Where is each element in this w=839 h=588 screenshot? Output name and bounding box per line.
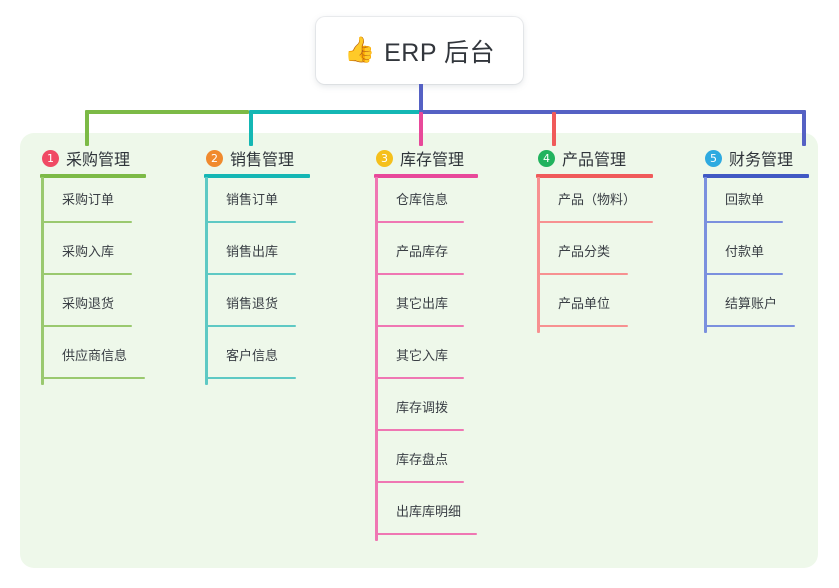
branch-badge-1: 1 (42, 149, 59, 167)
list-item-label: 采购退货 (62, 296, 115, 311)
list-item-rule (376, 377, 464, 379)
branch-headrule-3 (374, 174, 478, 178)
list-item-rule (538, 273, 628, 275)
branch-header-3[interactable]: 3 库存管理 (374, 146, 464, 170)
branch-badge-5: 5 (705, 149, 722, 167)
list-item-label: 出库库明细 (396, 504, 462, 519)
list-item-label: 销售订单 (226, 192, 279, 207)
list-item-label: 仓库信息 (396, 192, 449, 207)
list-item-rule (42, 377, 145, 379)
branch-title-4: 产品管理 (562, 152, 627, 169)
list-item-rule (376, 481, 464, 483)
drop-connector-3 (419, 112, 423, 146)
branch-badge-3: 3 (376, 149, 393, 167)
list-item-rule (376, 533, 477, 535)
bus-segment-teal (249, 110, 421, 114)
drop-connector-4 (552, 112, 556, 146)
diagram-background-panel (20, 133, 818, 568)
list-item-rule (376, 221, 464, 223)
list-item-label: 付款单 (725, 244, 765, 259)
branch-spine-5 (704, 177, 707, 333)
list-item-label: 采购入库 (62, 244, 115, 259)
list-item-label: 结算账户 (725, 296, 778, 311)
list-item-label: 供应商信息 (62, 348, 128, 363)
branch-column-2: 2 销售管理 销售订单 销售出库 销售退货 客户信息 (204, 146, 310, 385)
branch-spine-3 (375, 177, 378, 541)
branch-title-2: 销售管理 (230, 152, 295, 169)
branch-headrule-5 (703, 174, 809, 178)
branch-title-3: 库存管理 (400, 152, 465, 169)
list-item-label: 产品单位 (558, 296, 611, 311)
list-item-rule (705, 221, 783, 223)
branch-header-4[interactable]: 4 产品管理 (536, 146, 626, 170)
branch-spine-1 (41, 177, 44, 385)
list-item-rule (376, 325, 464, 327)
thumbs-up-icon: 👍 (343, 36, 376, 64)
branch-badge-2: 2 (206, 149, 223, 167)
list-item-rule (206, 221, 296, 223)
list-item-label: 回款单 (725, 192, 765, 207)
list-item-label: 产品分类 (558, 244, 611, 259)
branch-spine-4 (537, 177, 540, 333)
drop-connector-2 (249, 112, 253, 146)
trunk-connector (419, 84, 423, 113)
branch-title-1: 采购管理 (66, 152, 131, 169)
list-item-label: 库存调拨 (396, 400, 449, 415)
branch-spine-2 (205, 177, 208, 385)
branch-header-2[interactable]: 2 销售管理 (204, 146, 294, 170)
list-item-label: 库存盘点 (396, 452, 449, 467)
list-item-label: 其它入库 (396, 348, 449, 363)
list-item-rule (42, 325, 132, 327)
list-item-rule (206, 325, 296, 327)
list-item-rule (376, 429, 464, 431)
root-node[interactable]: 👍 ERP 后台 (316, 17, 523, 84)
list-item-label: 客户信息 (226, 348, 279, 363)
list-item-label: 其它出库 (396, 296, 449, 311)
branch-headrule-1 (40, 174, 146, 178)
list-item-rule (538, 221, 653, 223)
list-item-rule (206, 273, 296, 275)
branch-badge-4: 4 (538, 149, 555, 167)
bus-segment-green (85, 110, 249, 114)
list-item-label: 产品（物料） (558, 192, 637, 207)
list-item-label: 产品库存 (396, 244, 449, 259)
list-item-rule (42, 273, 132, 275)
branch-column-3: 3 库存管理 仓库信息 产品库存 其它出库 其它入库 库存调拨 库存盘点 (374, 146, 478, 541)
list-item-rule (705, 325, 795, 327)
branch-title-5: 财务管理 (729, 152, 794, 169)
drop-connector-5 (802, 112, 806, 146)
list-item-rule (705, 273, 783, 275)
list-item-label: 销售出库 (226, 244, 279, 259)
page-title: ERP 后台 (384, 38, 496, 67)
list-item-rule (206, 377, 296, 379)
branch-headrule-4 (536, 174, 653, 178)
list-item-rule (376, 273, 464, 275)
branch-header-1[interactable]: 1 采购管理 (40, 146, 130, 170)
branch-column-1: 1 采购管理 采购订单 采购入库 采购退货 供应商信息 (40, 146, 146, 385)
list-item-label: 采购订单 (62, 192, 115, 207)
list-item-rule (42, 221, 132, 223)
list-item-label: 销售退货 (226, 296, 279, 311)
bus-segment-blue (419, 110, 806, 114)
list-item-rule (538, 325, 628, 327)
branch-column-4: 4 产品管理 产品（物料） 产品分类 产品单位 (536, 146, 653, 333)
drop-connector-1 (85, 112, 89, 146)
branch-headrule-2 (204, 174, 310, 178)
branch-column-5: 5 财务管理 回款单 付款单 结算账户 (703, 146, 809, 333)
branch-header-5[interactable]: 5 财务管理 (703, 146, 793, 170)
